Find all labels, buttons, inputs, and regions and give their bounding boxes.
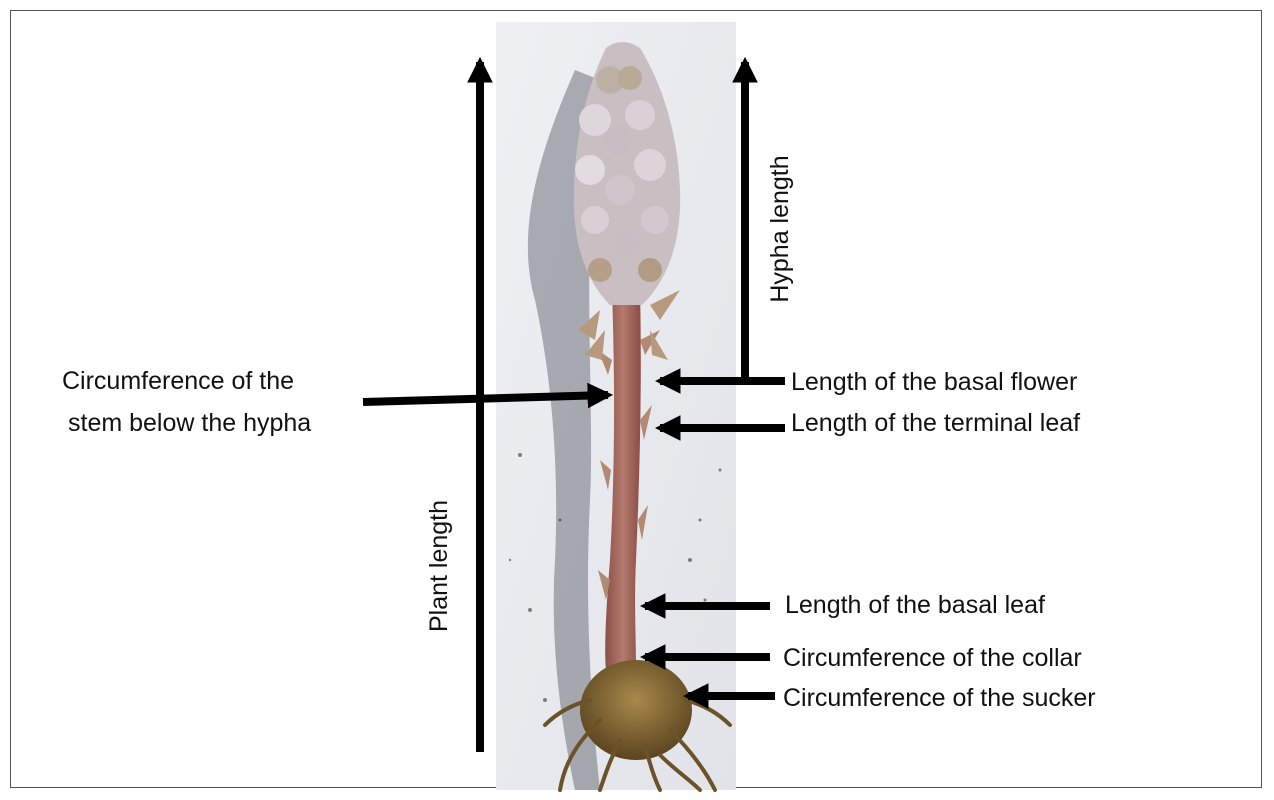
- stem-circumference-arrow: [363, 395, 608, 402]
- label-hypha-length: Hypha length: [765, 154, 795, 304]
- label-basal-flower: Length of the basal flower: [791, 367, 1077, 397]
- label-basal-leaf: Length of the basal leaf: [785, 590, 1045, 620]
- label-circumference-stem-line1: Circumference of the: [62, 366, 294, 396]
- label-collar: Circumference of the collar: [783, 643, 1082, 673]
- label-terminal-leaf: Length of the terminal leaf: [791, 408, 1080, 438]
- label-sucker: Circumference of the sucker: [783, 683, 1096, 713]
- label-plant-length: Plant length: [424, 491, 454, 641]
- label-circumference-stem-line2: stem below the hypha: [68, 408, 311, 438]
